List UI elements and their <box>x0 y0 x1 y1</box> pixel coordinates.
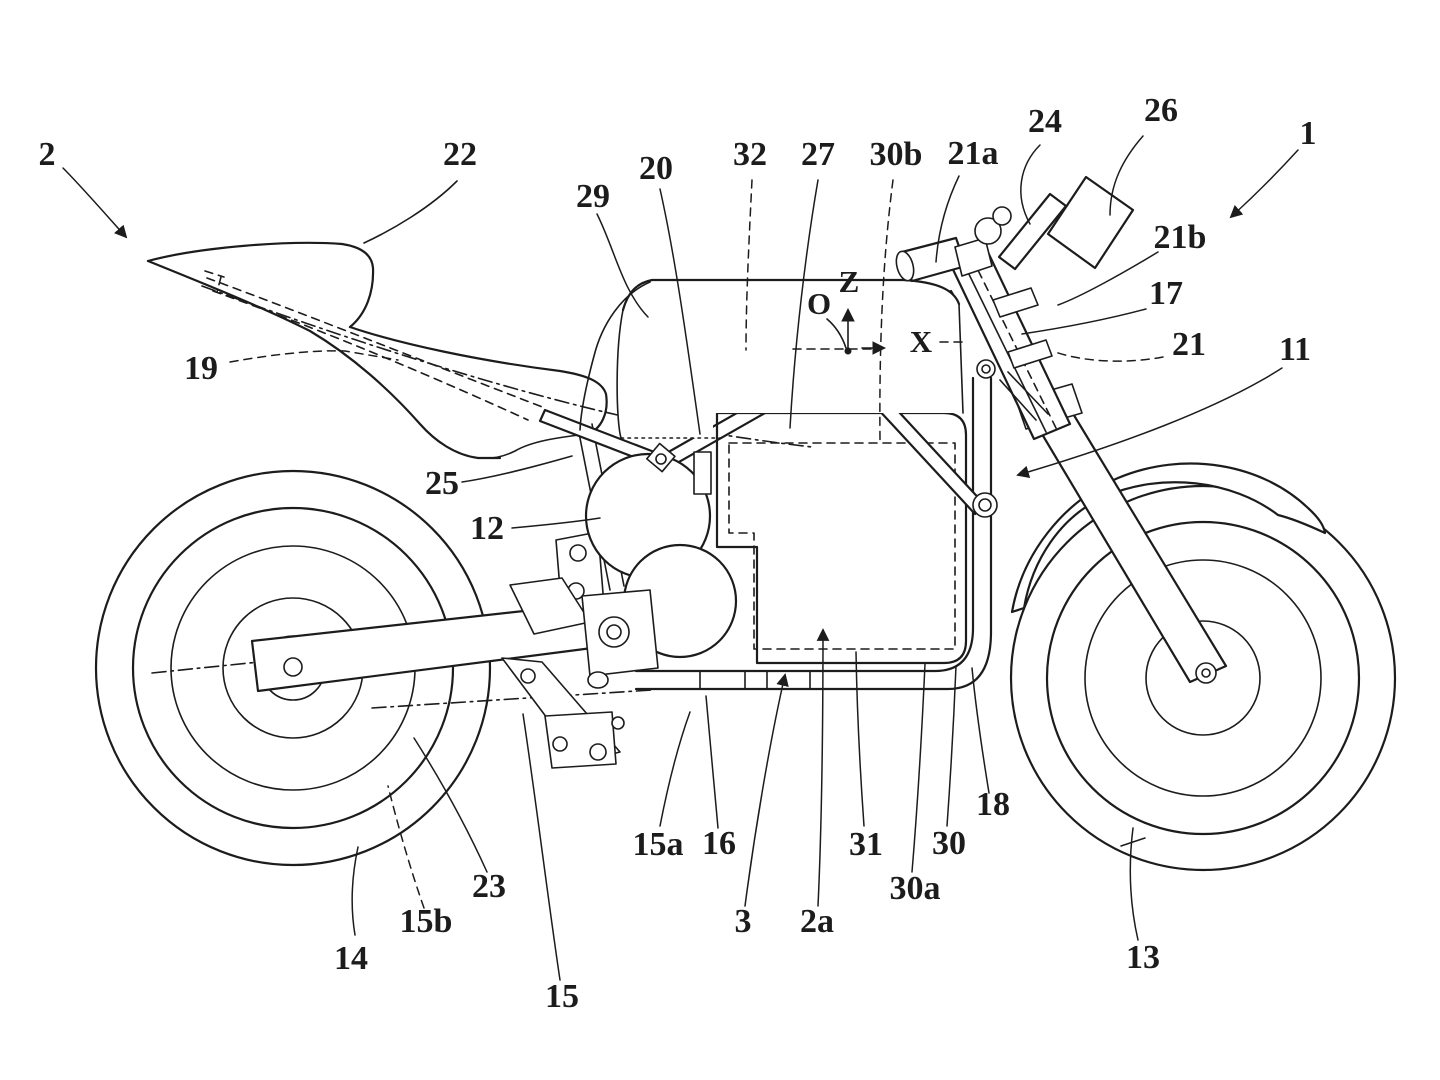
subframe-bracket <box>204 270 225 293</box>
label-30: 30 <box>932 825 966 862</box>
case-outline <box>715 411 968 665</box>
axis-indicator <box>792 307 969 355</box>
leader-31 <box>855 651 865 827</box>
leader-23 <box>413 737 488 873</box>
leader-16 <box>705 695 719 829</box>
leader-21a <box>935 175 960 263</box>
tail-cowl-edge <box>340 242 375 329</box>
label-24: 24 <box>1028 103 1062 140</box>
label-23: 23 <box>472 868 506 905</box>
label-3: 3 <box>735 903 752 940</box>
lower-frame-rail <box>587 376 993 691</box>
label-16: 16 <box>702 825 736 862</box>
label-15a: 15a <box>633 826 684 863</box>
leader-12 <box>511 517 601 529</box>
leader-21b <box>1057 251 1159 306</box>
label-19: 19 <box>184 350 218 387</box>
leader-17 <box>1021 308 1147 335</box>
label-21b: 21b <box>1154 219 1207 256</box>
tail-and-seat-bodywork <box>146 180 813 460</box>
label-X: X <box>910 324 933 359</box>
leader-lines <box>62 135 1299 981</box>
label-13: 13 <box>1126 939 1160 976</box>
leader-15b <box>387 785 425 909</box>
leader-30b <box>879 179 894 441</box>
label-26: 26 <box>1144 92 1178 129</box>
leader-26 <box>1109 135 1144 216</box>
axis-labels: ZO X <box>807 264 933 359</box>
seat-cowl-split-line <box>363 180 458 244</box>
tail-lower-edge <box>146 259 502 460</box>
label-30b: 30b <box>870 136 923 173</box>
leader-13 <box>1129 827 1139 941</box>
origin-point <box>844 347 852 355</box>
leader-19 <box>229 350 399 363</box>
leader-32 <box>745 179 753 351</box>
leader-2a <box>816 628 830 907</box>
label-Z: Z <box>839 264 860 299</box>
subframe-axis-line <box>201 285 813 448</box>
label-15: 15 <box>545 978 579 1015</box>
label-18: 18 <box>976 786 1010 823</box>
leader-11 <box>1016 367 1283 479</box>
label-15b: 15b <box>400 903 453 940</box>
seat-cover-boundary <box>579 281 651 431</box>
leader-30a <box>911 663 926 873</box>
leader-29 <box>596 213 649 318</box>
label-1: 1 <box>1300 115 1317 152</box>
label-27: 27 <box>801 136 835 173</box>
leader-30 <box>946 665 957 827</box>
label-22: 22 <box>443 136 477 173</box>
leader-24 <box>1020 144 1041 225</box>
label-25: 25 <box>425 465 459 502</box>
leader-20 <box>659 188 701 435</box>
label-21a: 21a <box>948 135 999 172</box>
label-12: 12 <box>470 510 504 547</box>
chain-line <box>371 689 653 709</box>
label-14: 14 <box>334 940 368 977</box>
steering-head <box>645 175 1135 518</box>
leader-15a <box>659 711 691 827</box>
battery-outline-hidden <box>728 442 956 650</box>
meter-panel <box>1046 175 1135 270</box>
label-21: 21 <box>1172 326 1206 363</box>
leader-15 <box>522 713 561 981</box>
origin-leader <box>826 318 847 349</box>
label-O: O <box>807 286 831 321</box>
label-2a: 2a <box>800 903 834 940</box>
label-17: 17 <box>1149 275 1183 312</box>
label-30a: 30a <box>890 870 941 907</box>
leader-25 <box>461 455 573 483</box>
leader-21 <box>1054 351 1164 362</box>
leader-14 <box>351 846 359 936</box>
leader-1 <box>1229 149 1299 219</box>
bar-clamp <box>954 237 993 277</box>
leader-27 <box>789 179 819 429</box>
leader-3 <box>744 673 789 907</box>
leader-2 <box>62 167 128 239</box>
label-29: 29 <box>576 178 610 215</box>
tail-upper-edge <box>146 241 344 263</box>
front-wheel <box>1009 484 1397 872</box>
motor-terminal <box>693 451 712 495</box>
label-31: 31 <box>849 826 883 863</box>
leader-18 <box>971 667 990 794</box>
subframe-rail-upper <box>206 277 546 409</box>
pivot-and-linkage <box>501 577 659 769</box>
label-32: 32 <box>733 136 767 173</box>
label-20: 20 <box>639 150 673 187</box>
bar-end-knob <box>974 217 1002 245</box>
label-11: 11 <box>1279 331 1311 368</box>
label-2: 2 <box>39 136 56 173</box>
seat-top-edge <box>348 325 608 436</box>
seat-front-edge <box>481 433 589 459</box>
body-cover <box>579 278 964 439</box>
subframe-rail-lower <box>212 290 529 421</box>
